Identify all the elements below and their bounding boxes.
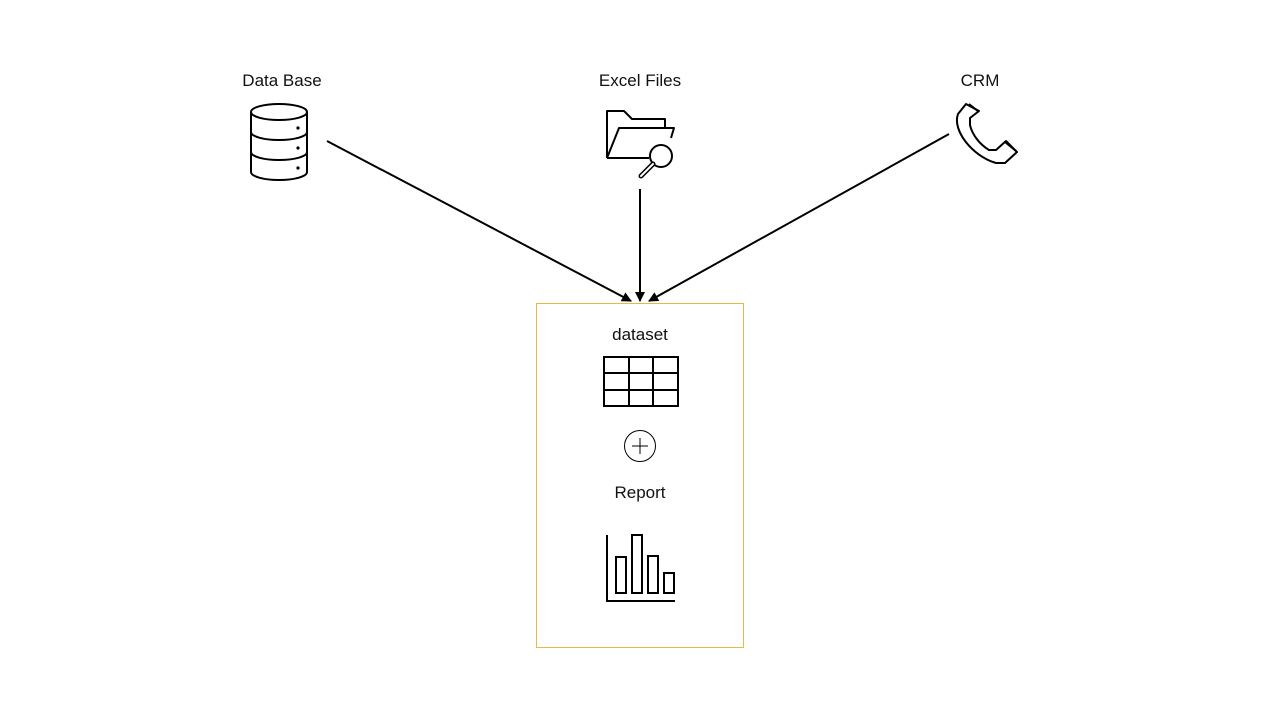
folder-search-icon: [606, 110, 675, 179]
telephone-icon: [955, 103, 1018, 164]
bar-chart-icon: [606, 534, 675, 602]
connector-database-to-dataset: [326, 140, 632, 302]
dataset-label: dataset: [612, 325, 668, 344]
source-label-database: Data Base: [242, 71, 322, 90]
target-container: [536, 303, 744, 648]
report-label: Report: [614, 483, 666, 502]
source-label-crm: CRM: [960, 71, 1000, 90]
database-icon: [250, 103, 308, 181]
plus-circle-icon: [624, 430, 656, 462]
table-grid-icon: [603, 356, 679, 407]
source-label-excel: Excel Files: [598, 71, 682, 90]
connector-crm-to-dataset: [648, 133, 950, 302]
